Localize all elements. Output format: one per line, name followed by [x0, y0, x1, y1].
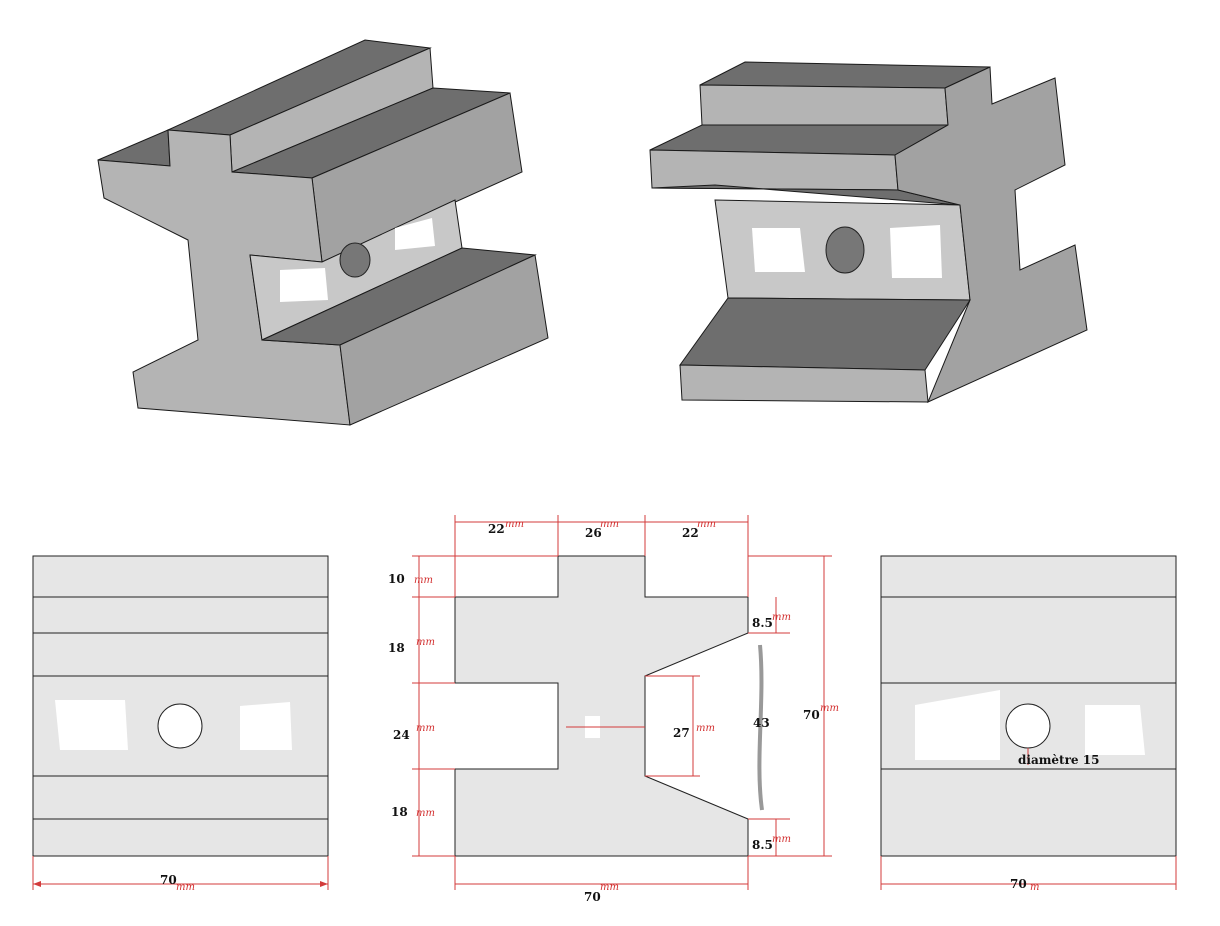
arrow-43: [757, 644, 764, 811]
svg-text:mm: mm: [416, 723, 435, 734]
svg-text:mm: mm: [772, 834, 791, 845]
dim-left-10: 10: [388, 572, 405, 586]
isometric-view-right: [649, 61, 1088, 403]
left-view-hole: [157, 703, 203, 749]
iso-left-mark-a: [280, 268, 328, 302]
iso-right-lower-rail-face: [679, 364, 929, 403]
iso-right-mark-b: [890, 225, 942, 278]
dim-left-18-bottom: 18: [391, 805, 408, 819]
front-view-right: diamètre 15 70 m: [880, 555, 1177, 893]
left-view-mark-b: [240, 702, 292, 750]
right-view-mark-a: [915, 690, 1000, 760]
dim-overall-70: 70: [803, 708, 820, 722]
iso-right-mark-a: [752, 228, 805, 272]
svg-text:mm: mm: [697, 519, 716, 530]
dim-inner-27: 27: [673, 726, 690, 740]
profile-outline: [454, 555, 749, 857]
svg-text:mm: mm: [696, 723, 715, 734]
svg-text:mm: mm: [416, 637, 435, 648]
dim-top-22-left: 22: [488, 522, 505, 536]
dim-top-26: 26: [585, 526, 602, 540]
iso-right-side-profile: [894, 66, 1088, 403]
dim-right-8-5-top: 8.5: [752, 616, 773, 630]
dim-right-8-5-bottom: 8.5: [752, 838, 773, 852]
iso-right-hole: [825, 226, 865, 274]
profile-view-center: 22 mm 26 mm 22 mm 10 mm 18 mm 24 mm 18 m…: [388, 515, 839, 904]
dim-inner-43: 43: [753, 716, 770, 730]
iso-right-top-rail-face: [699, 84, 949, 126]
dim-left-18-top: 18: [388, 641, 405, 655]
iso-right-mid-rail-face: [649, 149, 899, 191]
svg-text:mm: mm: [820, 703, 839, 714]
svg-text:mm: mm: [505, 519, 524, 530]
svg-text:m: m: [1030, 882, 1039, 893]
dim-bottom-right-70: 70: [1010, 877, 1027, 891]
iso-left-mark-b: [395, 218, 435, 250]
svg-text:mm: mm: [416, 808, 435, 819]
unit-bottom-left: mm: [176, 882, 195, 893]
iso-right-lower-rail-top: [679, 297, 971, 371]
dim-bottom-center-70: 70: [584, 890, 601, 904]
dim-left-24: 24: [393, 728, 410, 742]
iso-left-hole: [339, 242, 371, 278]
right-view-mark-b: [1085, 705, 1145, 755]
front-view-left: 70 mm: [32, 555, 329, 893]
svg-text:mm: mm: [600, 882, 619, 893]
svg-text:mm: mm: [600, 519, 619, 530]
iso-left-lower-rail-side: [339, 254, 549, 426]
svg-text:mm: mm: [772, 612, 791, 623]
dim-top-22-right: 22: [682, 526, 699, 540]
iso-right-top-rail-top: [699, 61, 991, 89]
label-diametre: diamètre 15: [1018, 753, 1099, 767]
svg-text:mm: mm: [414, 575, 433, 586]
right-view-hole: [1005, 703, 1051, 749]
left-view-mark-a: [55, 700, 128, 750]
dim-bottom-left-70: 70: [160, 873, 177, 887]
isometric-view-left: [97, 39, 549, 426]
